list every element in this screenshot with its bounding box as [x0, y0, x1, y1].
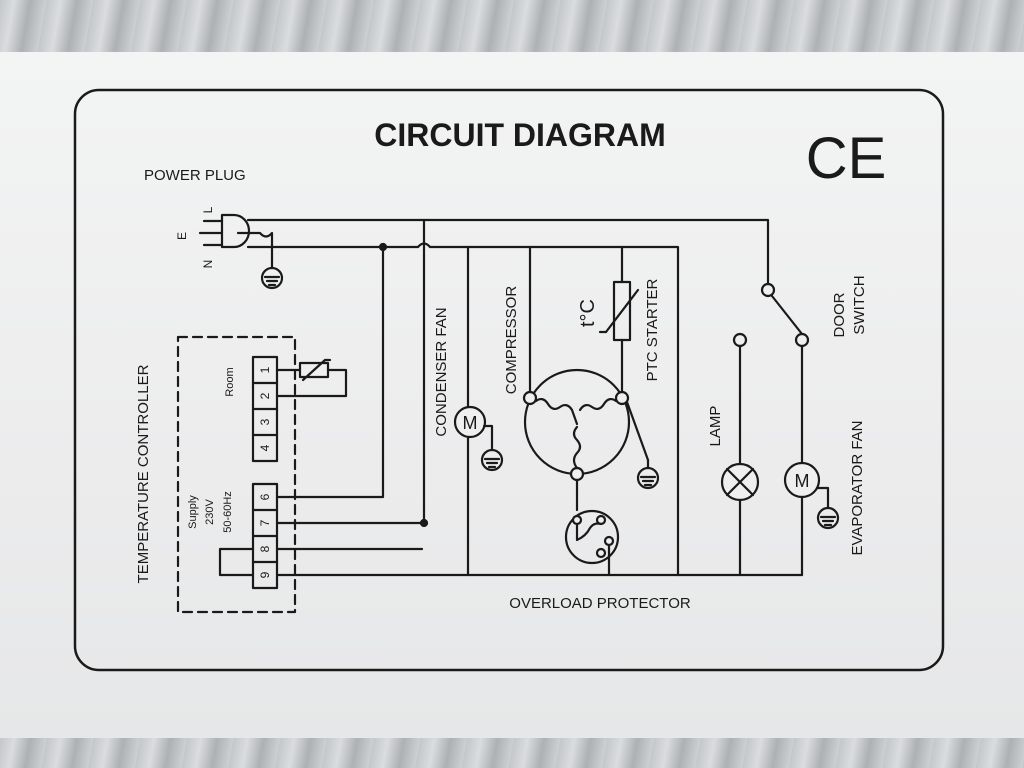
temperature-controller-box	[176, 335, 297, 614]
ptc-starter-thermistor-icon	[598, 245, 660, 490]
evaporator-fan-motor-symbol: M	[795, 471, 810, 491]
junction-dot	[378, 242, 388, 252]
ground-icon	[236, 231, 284, 290]
metal-casing-top	[0, 0, 1024, 52]
door-switch-icon	[732, 282, 810, 348]
overload-protector-icon	[564, 478, 620, 577]
thermistor-symbol: t°C	[577, 299, 599, 327]
lamp-label: LAMP	[707, 406, 724, 447]
overload-protector-label: OVERLOAD PROTECTOR	[509, 595, 691, 612]
frequency-label: 50-60Hz	[222, 491, 234, 533]
voltage-label: 230V	[204, 498, 216, 524]
supply-label: Supply	[187, 495, 199, 529]
terminal-1: 1	[258, 366, 272, 373]
terminal-8: 8	[258, 545, 272, 552]
plug-pin-n: N	[201, 260, 215, 269]
terminal-3: 3	[258, 418, 272, 425]
plug-pin-l: L	[201, 206, 215, 213]
room-label: Room	[224, 367, 236, 396]
temperature-controller-label: TEMPERATURE CONTROLLER	[135, 364, 152, 583]
circuit-diagram: CIRCUIT DIAGRAM CE POWER PLUG L E N TEMP…	[73, 88, 945, 672]
terminal-2: 2	[258, 392, 272, 399]
diagram-title: CIRCUIT DIAGRAM	[374, 117, 666, 153]
diagram-border	[73, 88, 945, 672]
circuit-label-sticker: CIRCUIT DIAGRAM CE POWER PLUG L E N TEMP…	[0, 52, 1024, 738]
power-plug-label: POWER PLUG	[144, 167, 246, 184]
terminal-7: 7	[258, 519, 272, 526]
metal-casing-bottom	[0, 738, 1024, 768]
lamp-icon	[720, 344, 760, 577]
plug-pin-e: E	[175, 232, 189, 240]
evaporator-fan-motor-icon	[783, 344, 840, 577]
ce-mark: CE	[806, 126, 887, 191]
room-terminal-block	[251, 355, 279, 463]
room-sensor-thermistor-icon	[275, 358, 348, 398]
terminal-9: 9	[258, 571, 272, 578]
condenser-fan-motor-icon	[453, 405, 504, 472]
evaporator-fan-label: EVAPORATOR FAN	[849, 420, 866, 555]
supply-terminal-block	[251, 482, 279, 590]
power-plug-icon	[198, 213, 251, 249]
compressor-label: COMPRESSOR	[503, 286, 520, 395]
ptc-starter-label: PTC STARTER	[644, 278, 661, 381]
terminal-4: 4	[258, 444, 272, 451]
door-switch-label-line2: SWITCH	[851, 275, 868, 334]
terminal-6: 6	[258, 493, 272, 500]
door-switch-label-line1: DOOR	[831, 292, 848, 337]
condenser-fan-motor-symbol: M	[463, 413, 478, 433]
l-rail-wire	[246, 218, 770, 285]
condenser-fan-label: CONDENSER FAN	[433, 307, 450, 436]
junction-dot	[419, 518, 429, 528]
